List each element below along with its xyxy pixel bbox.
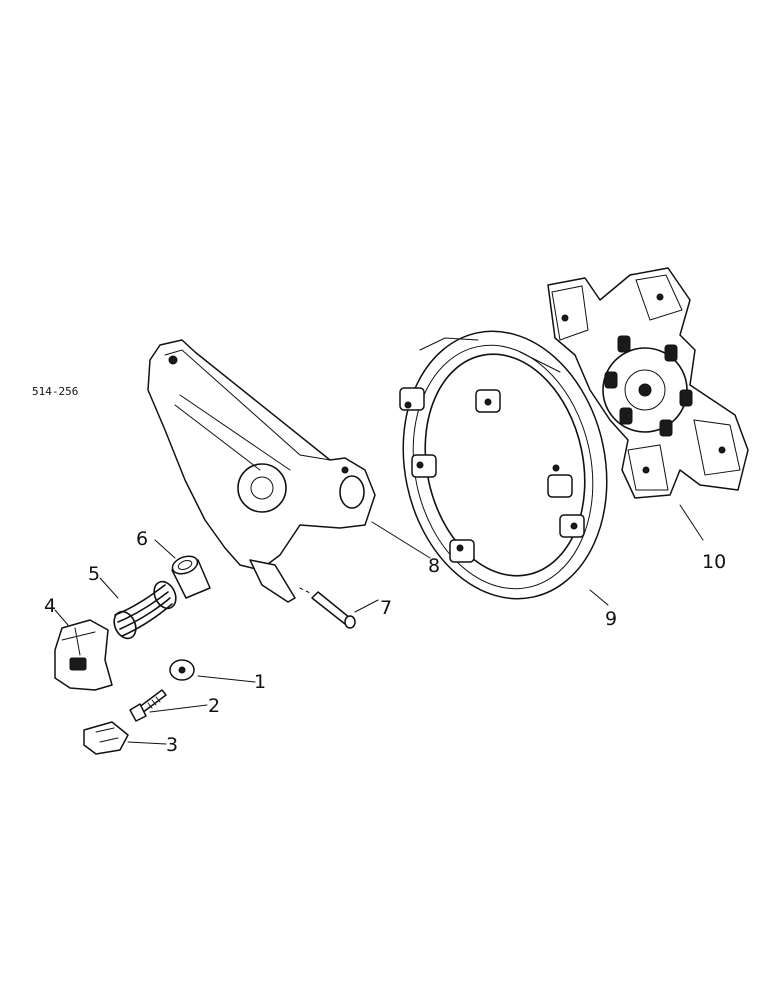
callout-7: 7 bbox=[380, 597, 392, 619]
callout-5: 5 bbox=[88, 563, 100, 585]
leader-10 bbox=[679, 504, 704, 541]
leader-7 bbox=[354, 599, 379, 613]
leader-2 bbox=[149, 704, 208, 713]
part-10-clutch-disc: 10 bbox=[547, 267, 749, 573]
leader-6 bbox=[154, 539, 176, 559]
leader-8 bbox=[371, 521, 431, 559]
leader-9 bbox=[589, 589, 609, 606]
leader-4 bbox=[54, 609, 69, 626]
callout-6: 6 bbox=[136, 528, 148, 550]
drawing-code: 514-256 bbox=[32, 385, 78, 398]
part-8-cover-bracket: 8 bbox=[147, 339, 440, 603]
leader-3 bbox=[127, 741, 167, 745]
part-5-spring: 5 bbox=[88, 563, 177, 640]
part-7-pin: 7 bbox=[299, 587, 392, 629]
part-1-washer: 1 bbox=[169, 659, 266, 693]
callout-4: 4 bbox=[44, 595, 56, 617]
part-4-lever: 4 bbox=[44, 595, 113, 691]
part-6-bushing: 6 bbox=[136, 528, 211, 599]
part-2-bolt: 2 bbox=[129, 689, 220, 722]
callout-8: 8 bbox=[428, 555, 440, 577]
part-9-pressure-plate: 9 bbox=[399, 330, 617, 630]
part-3-clip: 3 bbox=[83, 721, 178, 756]
callout-9: 9 bbox=[605, 608, 617, 630]
leader-1 bbox=[197, 675, 256, 683]
callout-3: 3 bbox=[166, 734, 178, 756]
callout-10: 10 bbox=[702, 551, 726, 573]
callout-1: 1 bbox=[254, 671, 266, 693]
leader-5 bbox=[99, 577, 119, 599]
callout-2: 2 bbox=[208, 695, 220, 717]
